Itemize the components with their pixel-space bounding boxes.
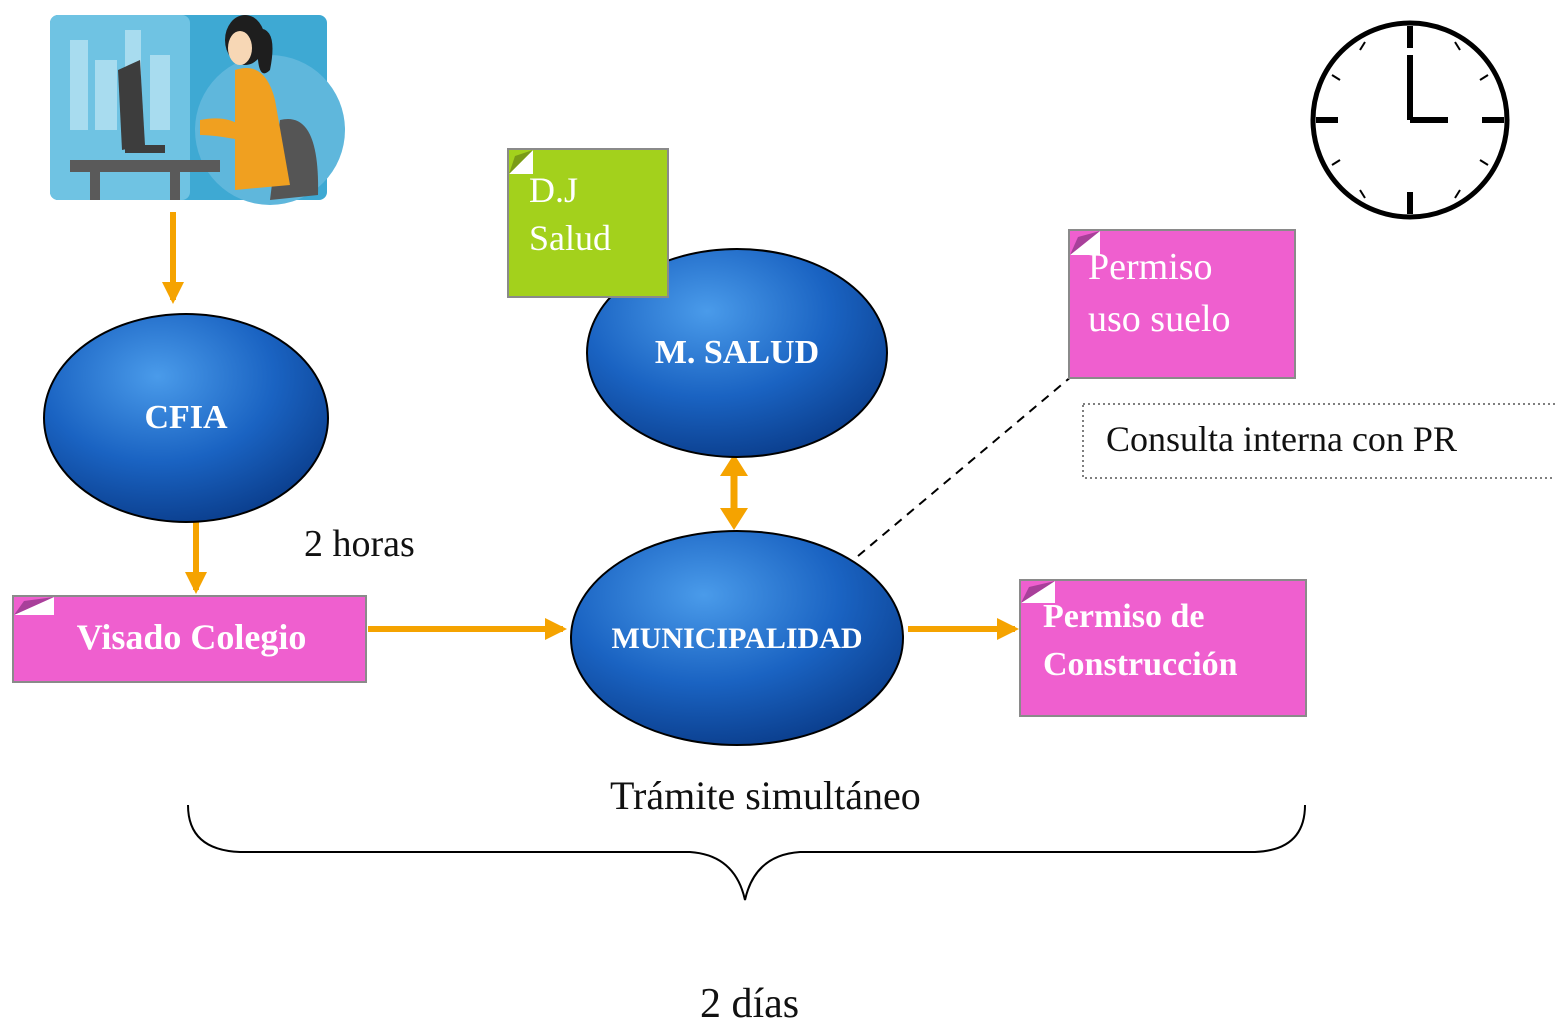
permiso-construccion-line-1: Permiso de [1043,598,1205,635]
dos-dias-label: 2 días [700,981,800,1027]
dj-salud-line-2: Salud [529,218,612,258]
dashed-connector-permiso-uso-suelo [857,375,1073,557]
clock-icon [1310,20,1510,220]
note-corner-fold [14,597,54,615]
curly-brace [187,804,1306,901]
permiso-uso-suelo-line-1: Permiso [1088,246,1213,288]
salud-node-shape [586,248,888,458]
cfia-node-label: CFIA [144,399,228,436]
permiso-construccion-note: Permiso de Construcción [1019,579,1307,717]
note-corner-fold [1070,231,1100,255]
permiso-uso-suelo-note: Permiso uso suelo [1068,229,1296,379]
woman-at-computer-illustration [50,15,345,205]
cfia-node-shape [43,313,329,523]
tramite-simultaneo-label: Trámite simultáneo [610,773,921,818]
consulta-interna-label: Consulta interna con PR [1106,419,1457,459]
dj-salud-line-1: D.J [529,170,579,210]
dj-salud-note: D.J Salud [507,148,669,298]
salud-node-label: M. SALUD [654,334,820,371]
permiso-uso-suelo-line-2: uso suelo [1088,298,1231,340]
dos-horas-label: 2 horas [304,523,415,565]
visado-colegio-label: Visado Colegio [76,617,307,657]
municipalidad-node-shape [570,530,904,746]
consulta-interna-box [1082,403,1555,479]
municipalidad-node-label: MUNICIPALIDAD [611,622,863,655]
visado-colegio-note: Visado Colegio [12,595,367,683]
flow-arrows [162,212,1019,640]
permiso-construccion-line-2: Construcción [1043,646,1238,683]
note-corner-fold [509,150,533,174]
note-corner-fold [1021,581,1055,603]
arrow-salud-municipalidad-bidirectional [720,454,748,530]
